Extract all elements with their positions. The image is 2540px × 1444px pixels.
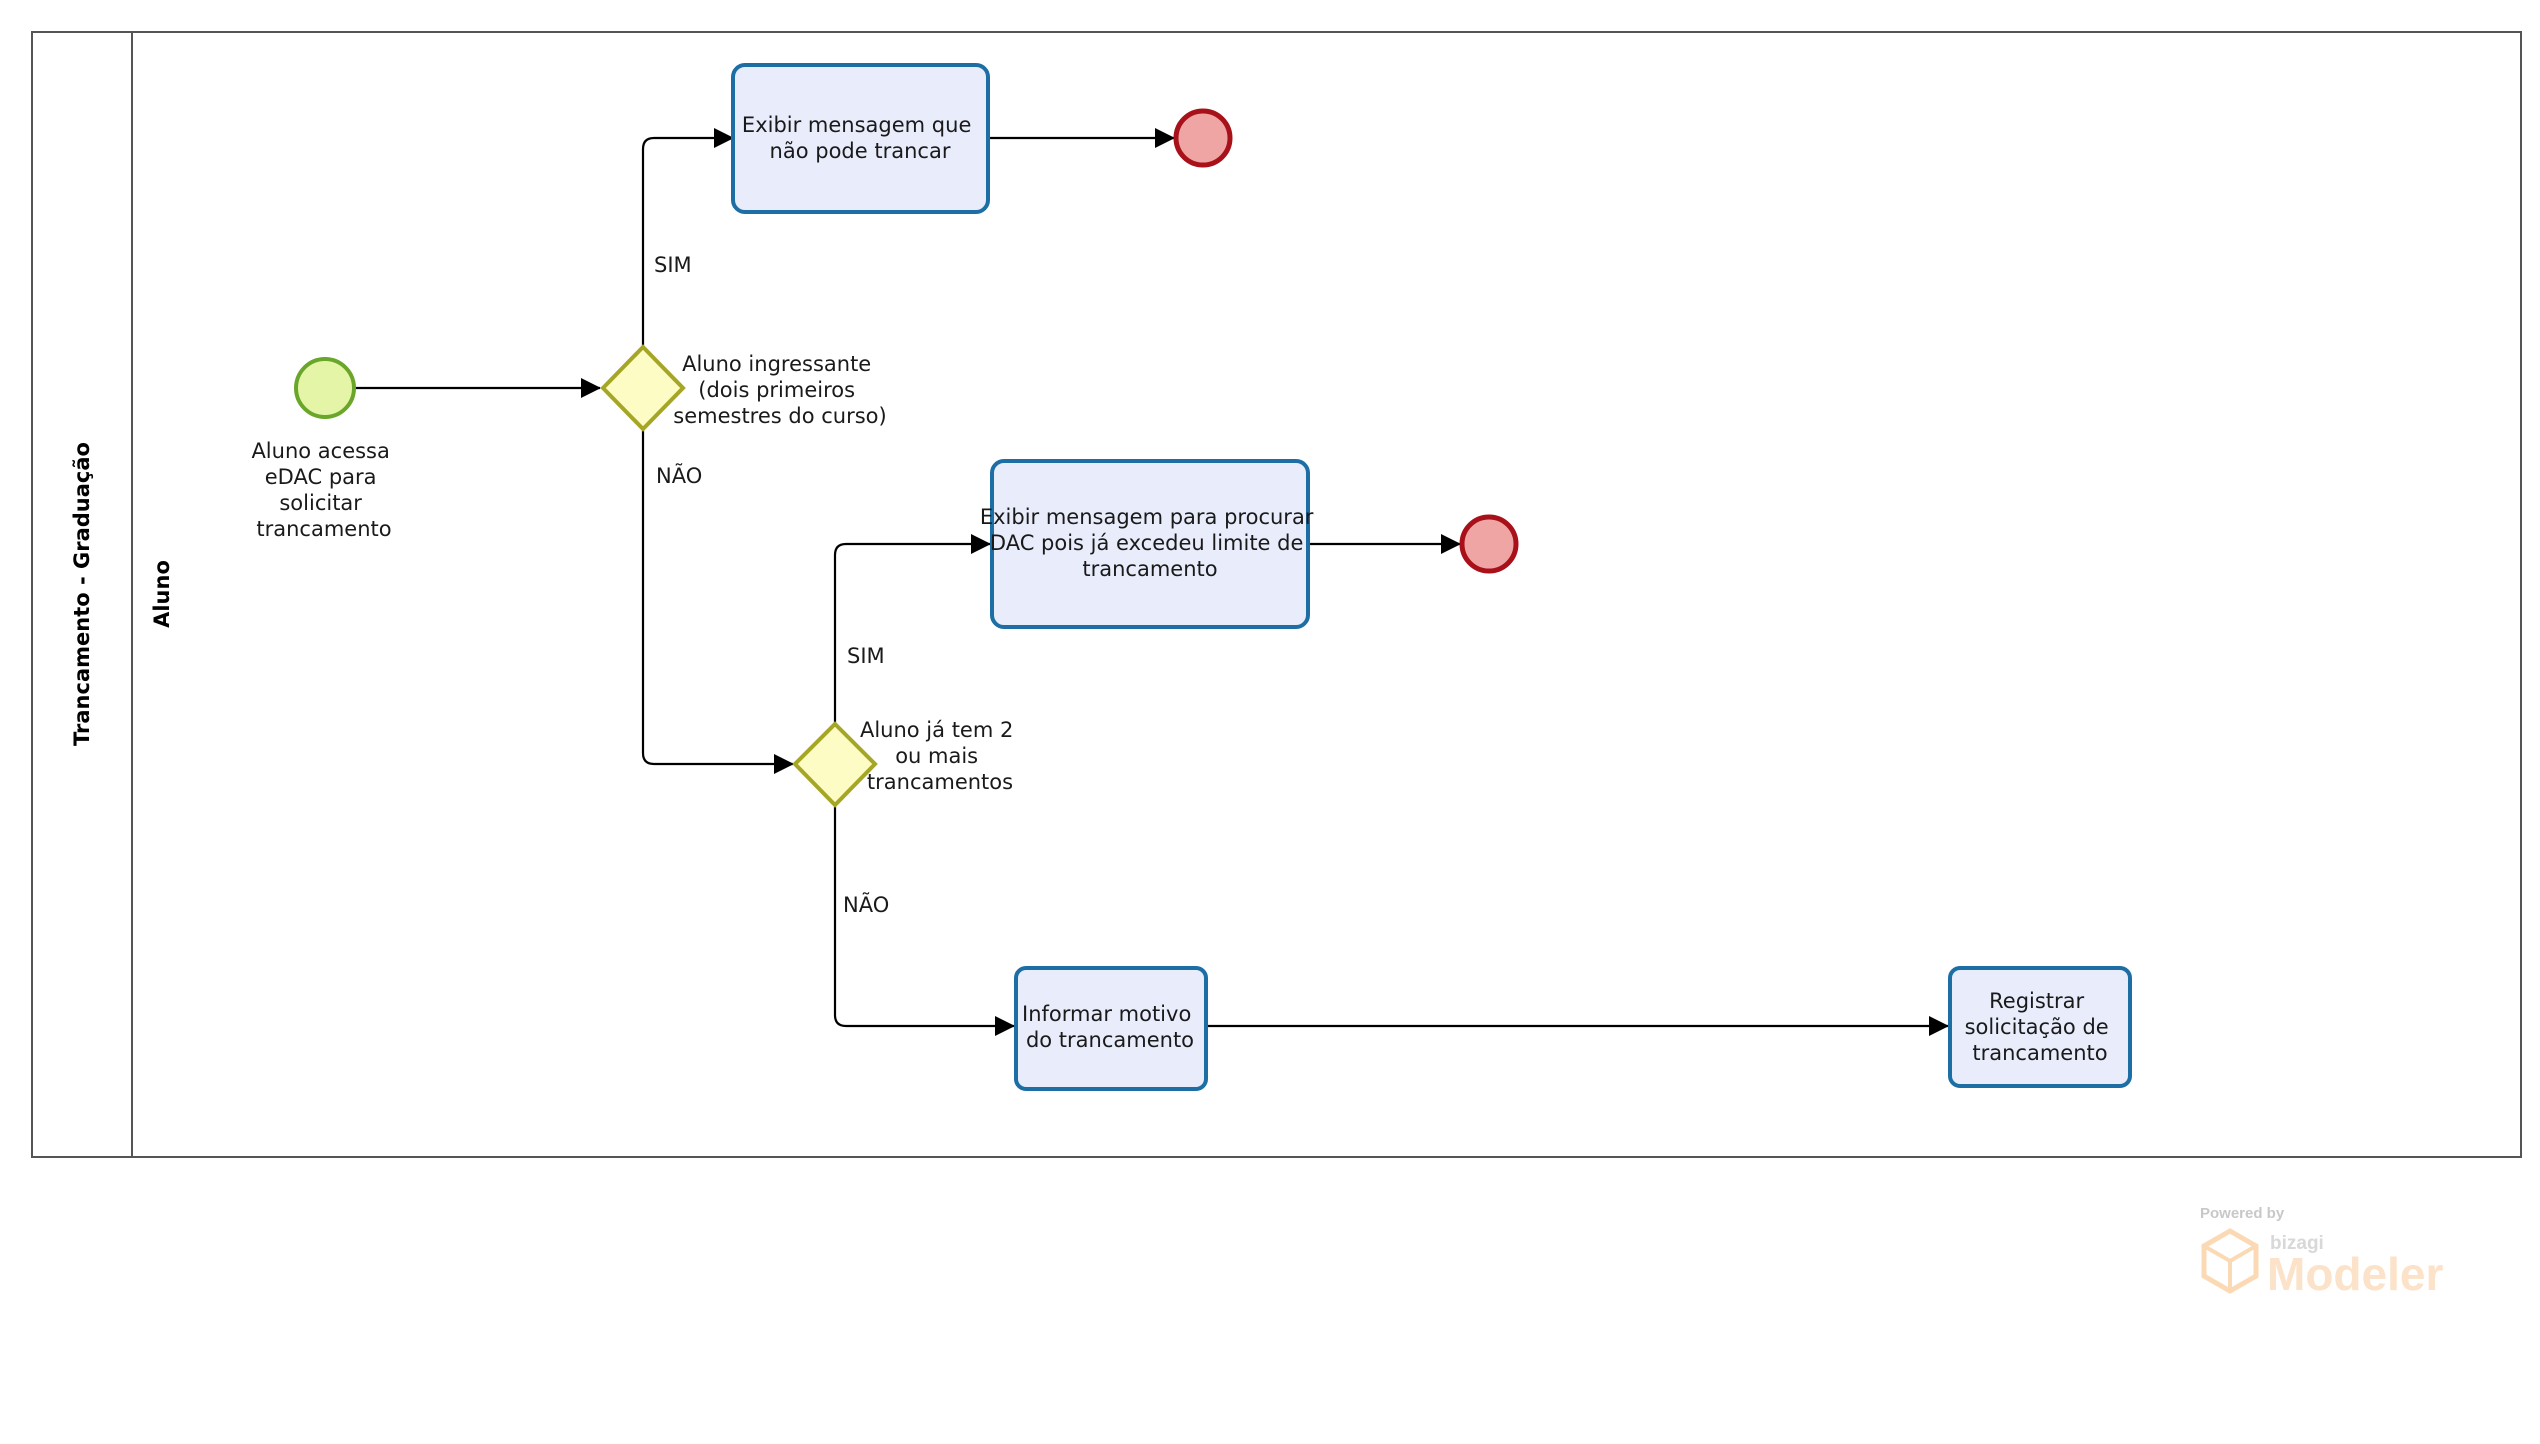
end-event-1[interactable] (1173, 108, 1233, 168)
gateway-1-label: Aluno ingressante (dois primeiros semest… (673, 352, 886, 428)
gateway-1-diamond[interactable] (600, 344, 686, 432)
task-limit-exceeded-label: Exibir mensagem para procurar DAC pois j… (980, 505, 1320, 581)
gateway-aluno-ingressante[interactable]: Aluno ingressante (dois primeiros semest… (600, 253, 887, 488)
pool-title: Trancamento - Graduação (70, 442, 94, 746)
gateway-1-yes-label: SIM (654, 253, 692, 277)
bizagi-watermark: Powered by bizagi Modeler (2200, 1205, 2443, 1300)
lane-title: Aluno (150, 560, 174, 628)
task-limit-exceeded[interactable]: Exibir mensagem para procurar DAC pois j… (980, 459, 1320, 629)
flow-gateway1-nao[interactable] (641, 429, 794, 774)
task-cannot-lock[interactable]: Exibir mensagem que não pode trancar (731, 63, 990, 214)
bizagi-cube-logo-icon (2201, 1228, 2259, 1294)
powered-by-text: Powered by (2200, 1205, 2285, 1222)
bizagi-brand-text: bizagi (2270, 1233, 2324, 1254)
gateway-2-yes-label: SIM (847, 644, 885, 668)
start-event[interactable]: Aluno acessa eDAC para solicitar trancam… (251, 357, 396, 541)
gateway-2-diamond[interactable] (792, 721, 878, 808)
gateway-2-label: Aluno já tem 2 ou mais trancamentos (860, 718, 1020, 794)
flow-gateway2-sim[interactable] (833, 534, 991, 724)
task-cannot-lock-label: Exibir mensagem que não pode trancar (742, 113, 978, 163)
task-register-request-box[interactable] (1948, 966, 2132, 1088)
gateway-1-no-label: NÃO (656, 462, 702, 488)
flow-gateway1-sim[interactable] (641, 128, 734, 347)
task-inform-reason-box[interactable] (1014, 966, 1208, 1091)
task-register-request[interactable]: Registrar solicitação de trancamento (1948, 966, 2132, 1088)
task-register-request-label: Registrar solicitação de trancamento (1965, 989, 2116, 1065)
sequence-flows (354, 128, 1949, 1036)
task-limit-exceeded-box[interactable] (990, 459, 1310, 629)
gateway-aluno-trancamentos[interactable]: Aluno já tem 2 ou mais trancamentos SIM … (792, 644, 1020, 917)
modeler-product-text: Modeler (2267, 1248, 2443, 1300)
task-cannot-lock-box[interactable] (731, 63, 990, 214)
gateway-2-no-label: NÃO (843, 891, 889, 917)
start-event-circle[interactable] (294, 357, 356, 419)
task-inform-reason[interactable]: Informar motivo do trancamento (1014, 966, 1208, 1091)
flow-gateway2-nao[interactable] (833, 805, 1015, 1036)
start-event-label: Aluno acessa eDAC para solicitar trancam… (251, 439, 396, 541)
end-event-2[interactable] (1459, 514, 1519, 574)
task-inform-reason-label: Informar motivo do trancamento (1022, 1002, 1198, 1052)
